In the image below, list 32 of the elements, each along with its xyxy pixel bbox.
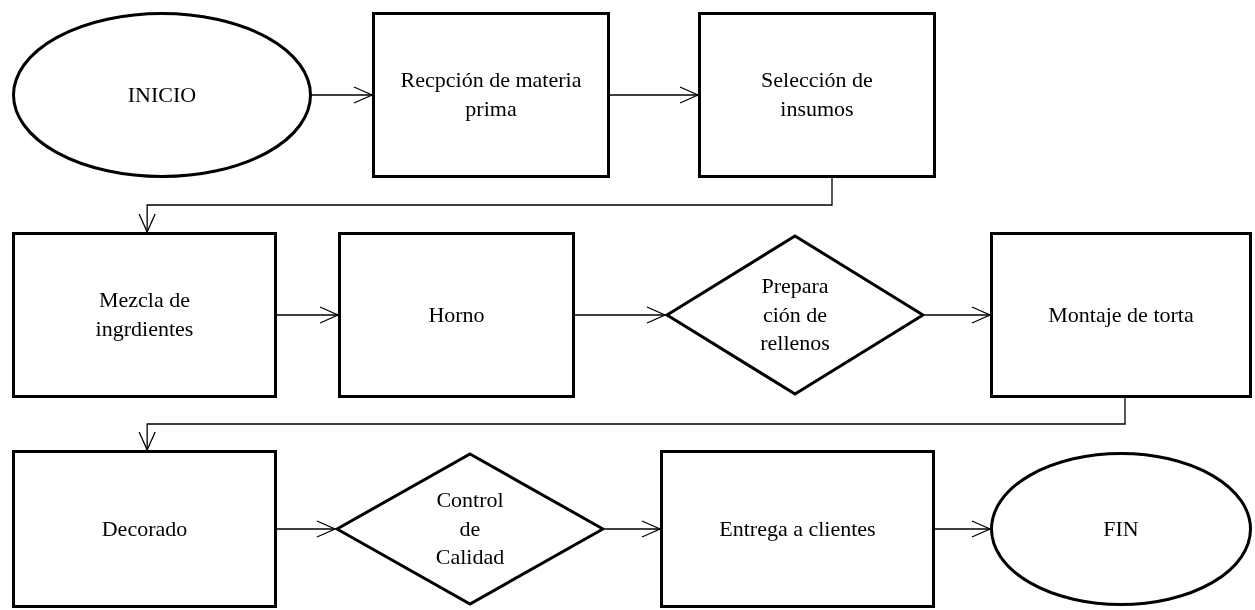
node-label: Recpción de materia prima	[399, 66, 583, 123]
arrow	[138, 177, 833, 233]
node-label: INICIO	[127, 80, 197, 109]
arrow	[924, 306, 991, 324]
node-label: Selección de insumos	[760, 66, 874, 123]
process-box	[660, 450, 935, 608]
process-box	[12, 450, 277, 608]
arrow	[311, 86, 373, 104]
node-label: Montaje de torta	[1048, 300, 1194, 329]
arrow	[138, 397, 1126, 451]
node-label: FIN	[1103, 514, 1139, 543]
terminal-ellipse	[990, 452, 1252, 606]
node-label: Mezcla de ingrdientes	[94, 286, 195, 343]
node-label: Entrega a clientes	[719, 514, 876, 543]
arrow	[276, 306, 339, 324]
arrow	[934, 520, 991, 538]
process-box	[698, 12, 936, 178]
node-label: Horno	[428, 300, 485, 329]
terminal-ellipse	[12, 12, 312, 178]
process-box	[990, 232, 1252, 398]
process-box	[12, 232, 277, 398]
process-box	[372, 12, 610, 178]
decision-diamond	[335, 452, 605, 606]
process-box	[338, 232, 575, 398]
arrow	[574, 306, 666, 324]
decision-diamond	[665, 234, 925, 396]
node-label: Decorado	[101, 514, 188, 543]
arrow	[604, 520, 661, 538]
node-label: Prepara ción de rellenos	[759, 272, 831, 358]
arrow	[609, 86, 699, 104]
node-label: Control de Calidad	[434, 486, 506, 572]
arrow	[276, 520, 336, 538]
